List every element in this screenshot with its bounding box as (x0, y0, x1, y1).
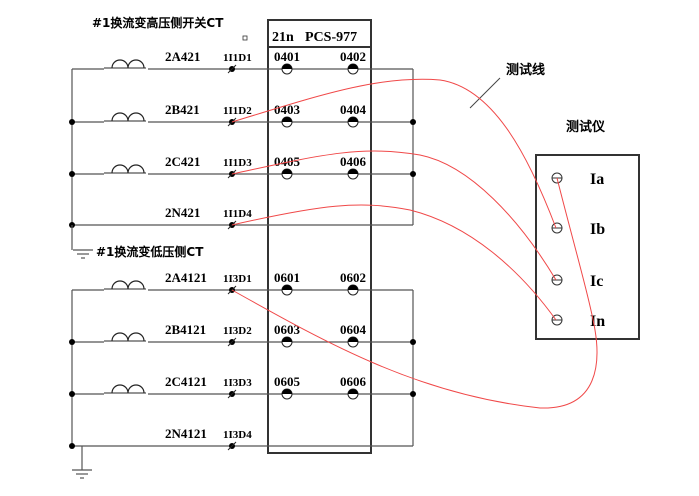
terminal-label: 1I3D1 (223, 273, 252, 285)
ct-row: 2B4121 1I3D2 0603 0604 (69, 322, 416, 348)
terminal-slash (227, 337, 237, 347)
test-wire-ib (231, 78, 557, 229)
ct-coil-icon (104, 384, 148, 395)
ct-label: 2N4121 (165, 426, 207, 441)
ground-icon (72, 446, 92, 479)
junction-dot (69, 443, 75, 449)
junction-dot (69, 119, 75, 125)
ct-coil-icon (104, 280, 148, 291)
tester-terminal-label: Ia (590, 171, 604, 188)
protection-device-box: 21n PCS-977 (267, 19, 372, 454)
terminal-label: 1I3D4 (223, 429, 252, 441)
terminal-slash (227, 64, 237, 74)
terminal-label: 1I3D3 (223, 377, 252, 389)
device-terminal-label: 0606 (340, 374, 367, 389)
ct-label: 2A4121 (165, 270, 207, 285)
tester-terminal-ic[interactable]: Ic (551, 273, 603, 290)
terminal-label: 1I3D2 (223, 325, 252, 337)
ct-coil-icon (104, 332, 148, 343)
ct-label: 2C421 (165, 154, 200, 169)
terminal-half-fill (282, 64, 292, 69)
junction-dot (410, 119, 416, 125)
terminal-half-fill (348, 337, 358, 342)
ct-row: 2C421 1I1D3 0405 0406 (69, 154, 416, 180)
ct-row: 2B421 1I1D2 0403 0404 (69, 102, 416, 128)
test-wire-ic (231, 150, 557, 281)
ct-coil-icon (104, 112, 148, 123)
hv-ct-group: 2A421 1I1D1 0401 0402 2B421 1I1D2 0403 0404 2C42… (69, 49, 416, 230)
junction-dot (69, 391, 75, 397)
lv-ct-title: #1换流变低压侧CT (96, 244, 204, 259)
ct-row: 2A4121 1I3D1 0601 0602 (72, 270, 413, 296)
junction-dot (69, 339, 75, 345)
tester-terminal-label: Ib (590, 221, 605, 238)
terminal-half-fill (348, 169, 358, 174)
junction-dot (69, 171, 75, 177)
ct-coil-icon (104, 164, 148, 175)
terminal-half-fill (348, 285, 358, 290)
terminal-half-fill (348, 117, 358, 122)
test-wire-in (231, 204, 557, 321)
device-terminal-label: 0602 (340, 270, 366, 285)
ct-row: 2N4121 1I3D4 (69, 426, 413, 451)
device-terminal-label: 0402 (340, 49, 366, 64)
tester-terminal-ia[interactable]: Ia (551, 171, 604, 188)
device-terminal-label: 0403 (274, 102, 301, 117)
terminal-slash (227, 441, 237, 451)
terminal-half-fill (348, 389, 358, 394)
ct-label: 2B4121 (165, 322, 206, 337)
test-wire-ia (231, 177, 598, 409)
device-terminal-label: 0605 (274, 374, 301, 389)
ct-label: 2B421 (165, 102, 200, 117)
terminal-half-fill (282, 285, 292, 290)
device-terminal-label: 0604 (340, 322, 367, 337)
device-terminal-label: 0601 (274, 270, 300, 285)
terminal-half-fill (282, 337, 292, 342)
hv-ct-title: #1换流变高压侧开关CT (92, 15, 224, 30)
terminal-half-fill (282, 117, 292, 122)
device-name: 21n (272, 30, 294, 45)
junction-dot (410, 171, 416, 177)
marker-square (242, 35, 248, 41)
terminal-half-fill (348, 64, 358, 69)
test-wire-label: 测试线 (506, 62, 545, 78)
ct-row: 2N421 1I1D4 (69, 205, 413, 230)
device-terminal-label: 0406 (340, 154, 367, 169)
terminal-label: 1I1D4 (223, 208, 252, 220)
terminal-slash (227, 389, 237, 399)
terminal-half-fill (282, 389, 292, 394)
junction-dot (410, 391, 416, 397)
device-terminal-label: 0603 (274, 322, 301, 337)
ct-label: 2A421 (165, 49, 200, 64)
ct-row: 2A421 1I1D1 0401 0402 (72, 49, 413, 75)
device-terminal-label: 0401 (274, 49, 300, 64)
tester-title: 测试仪 (566, 119, 606, 135)
test-wires (231, 78, 598, 409)
junction-dot (410, 339, 416, 345)
test-wire-leader (469, 77, 501, 109)
ct-label: 2N421 (165, 205, 200, 220)
terminal-half-fill (282, 169, 292, 174)
terminal-label: 1I1D1 (223, 52, 252, 64)
device-terminal-label: 0404 (340, 102, 367, 117)
ct-label: 2C4121 (165, 374, 207, 389)
lv-ct-group: 2A4121 1I3D1 0601 0602 2B4121 1I3D2 0603 0604 2C… (69, 270, 416, 451)
tester-terminal-ib[interactable]: Ib (551, 221, 605, 238)
ct-coil-icon (104, 59, 148, 70)
terminal-label: 1I1D2 (223, 105, 252, 117)
device-terminal-label: 0405 (274, 154, 301, 169)
ground-icon (71, 225, 93, 259)
device-model: PCS-977 (305, 30, 357, 45)
ct-row: 2C4121 1I3D3 0605 0606 (69, 374, 416, 400)
tester-terminal-in[interactable]: In (551, 313, 605, 330)
tester-terminal-label: Ic (590, 273, 603, 290)
terminal-label: 1I1D3 (223, 157, 252, 169)
